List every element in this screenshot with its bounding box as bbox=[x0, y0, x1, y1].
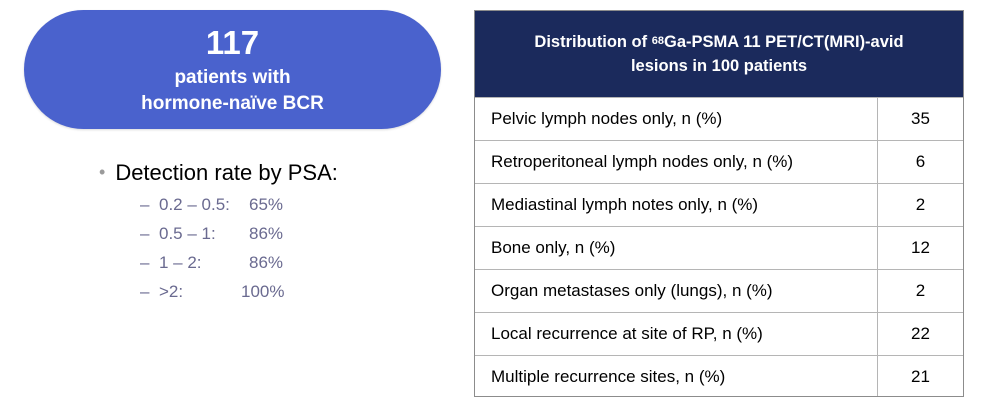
dash-icon: – bbox=[140, 253, 150, 272]
patient-count: 117 bbox=[205, 24, 260, 61]
table-row: Mediastinal lymph notes only, n (%) 2 bbox=[475, 183, 963, 226]
column-divider bbox=[877, 98, 878, 140]
summary-line-1: patients with bbox=[174, 67, 291, 88]
row-label: Mediastinal lymph notes only, n (%) bbox=[491, 195, 759, 214]
column-divider bbox=[877, 184, 878, 226]
table-row: Bone only, n (%) 12 bbox=[475, 226, 963, 269]
table-title-line-2: lesions in 100 patients bbox=[630, 57, 808, 75]
detection-value: 86% bbox=[249, 253, 284, 272]
psa-range: 0.2 – 0.5: bbox=[159, 195, 230, 214]
dash-icon: – bbox=[140, 195, 150, 214]
row-value: 22 bbox=[911, 324, 930, 343]
dash-icon: – bbox=[140, 282, 150, 301]
row-value: 6 bbox=[915, 152, 926, 171]
psa-range: 0.5 – 1: bbox=[159, 224, 216, 243]
isotope-superscript: 68 bbox=[651, 35, 664, 47]
detection-value: 65% bbox=[249, 195, 284, 214]
summary-line-2: hormone-naïve BCR bbox=[141, 93, 324, 114]
psa-range: >2: bbox=[159, 282, 184, 301]
row-value: 2 bbox=[915, 281, 926, 300]
table-row: Local recurrence at site of RP, n (%) 22 bbox=[475, 312, 963, 355]
psa-detection-list: – 0.2 – 0.5: 65% – 0.5 – 1: 86% – 1 – 2:… bbox=[140, 193, 360, 309]
row-value: 21 bbox=[911, 367, 930, 386]
table-header: Distribution of 68Ga-PSMA 11 PET/CT(MRI)… bbox=[475, 11, 963, 97]
detection-value: 86% bbox=[249, 224, 284, 243]
detection-title: Detection rate by PSA: bbox=[115, 160, 338, 185]
row-label: Bone only, n (%) bbox=[491, 238, 616, 257]
column-divider bbox=[877, 141, 878, 183]
bullet-icon: • bbox=[99, 162, 106, 182]
row-label: Local recurrence at site of RP, n (%) bbox=[491, 324, 763, 343]
dash-icon: – bbox=[140, 224, 150, 243]
list-item: – >2: 100% bbox=[140, 280, 360, 309]
column-divider bbox=[877, 227, 878, 269]
row-label: Multiple recurrence sites, n (%) bbox=[491, 367, 726, 386]
column-divider bbox=[877, 270, 878, 312]
list-item: – 0.2 – 0.5: 65% bbox=[140, 193, 360, 222]
list-item: – 0.5 – 1: 86% bbox=[140, 222, 360, 251]
table-title-line-1: Distribution of 68Ga-PSMA 11 PET/CT(MRI)… bbox=[534, 33, 904, 51]
column-divider bbox=[877, 356, 878, 396]
row-value: 12 bbox=[911, 238, 930, 257]
row-label: Organ metastases only (lungs), n (%) bbox=[491, 281, 773, 300]
detection-value: 100% bbox=[241, 282, 285, 301]
detection-rate-heading: • Detection rate by PSA: bbox=[99, 160, 338, 186]
lesion-distribution-table: Distribution of 68Ga-PSMA 11 PET/CT(MRI)… bbox=[474, 10, 964, 397]
table-row: Retroperitoneal lymph nodes only, n (%) … bbox=[475, 140, 963, 183]
list-item: – 1 – 2: 86% bbox=[140, 251, 360, 280]
column-divider bbox=[877, 313, 878, 355]
table-row: Pelvic lymph nodes only, n (%) 35 bbox=[475, 97, 963, 140]
table-row: Multiple recurrence sites, n (%) 21 bbox=[475, 355, 963, 396]
row-label: Retroperitoneal lymph nodes only, n (%) bbox=[491, 152, 794, 171]
psa-range: 1 – 2: bbox=[159, 253, 202, 272]
row-value: 2 bbox=[915, 195, 926, 214]
patients-summary-badge: 117 patients with hormone-naïve BCR bbox=[24, 10, 441, 129]
row-value: 35 bbox=[911, 109, 930, 128]
table-row: Organ metastases only (lungs), n (%) 2 bbox=[475, 269, 963, 312]
row-label: Pelvic lymph nodes only, n (%) bbox=[491, 109, 723, 128]
